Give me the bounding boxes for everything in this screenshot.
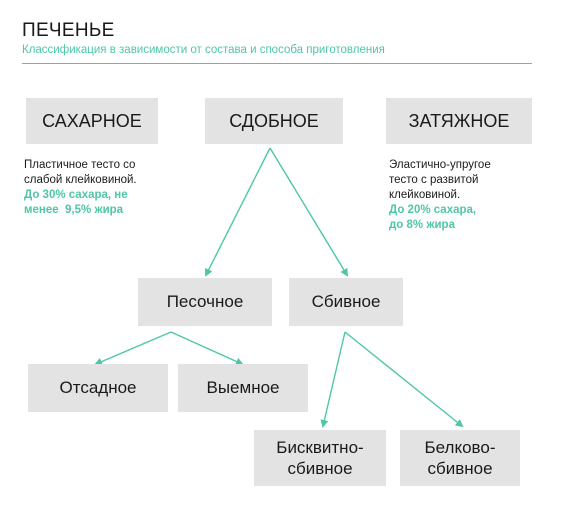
arrow-whipped-to-protein bbox=[344, 331, 464, 428]
node-sugar: САХАРНОЕ bbox=[26, 98, 158, 144]
header-divider bbox=[22, 63, 532, 64]
arrow-whipped-to-sponge bbox=[320, 331, 346, 428]
node-whipped: Сбивное bbox=[289, 278, 403, 326]
arrow-shortbread-to-cut bbox=[170, 331, 244, 366]
arrow-rich-to-whipped bbox=[269, 147, 349, 277]
node-protein-whipped: Белково- сбивное bbox=[400, 430, 520, 486]
page-subtitle: Классификация в зависимости от состава и… bbox=[22, 44, 385, 56]
sugar-description: Пластичное тесто со слабой клейковиной. … bbox=[24, 159, 137, 216]
node-piped: Отсадное bbox=[28, 364, 168, 412]
arrow-rich-to-shortbread bbox=[205, 147, 271, 277]
node-shortbread: Песочное bbox=[138, 278, 272, 326]
tough-description: Эластично-упругое тесто с развитой клейк… bbox=[389, 159, 491, 231]
page-title: ПЕЧЕНЬЕ bbox=[22, 20, 115, 41]
arrow-shortbread-to-piped bbox=[94, 331, 172, 366]
node-tough: ЗАТЯЖНОЕ bbox=[386, 98, 532, 144]
node-cut: Выемное bbox=[178, 364, 308, 412]
node-rich: СДОБНОЕ bbox=[205, 98, 343, 144]
node-sponge-whipped: Бисквитно- сбивное bbox=[254, 430, 386, 486]
